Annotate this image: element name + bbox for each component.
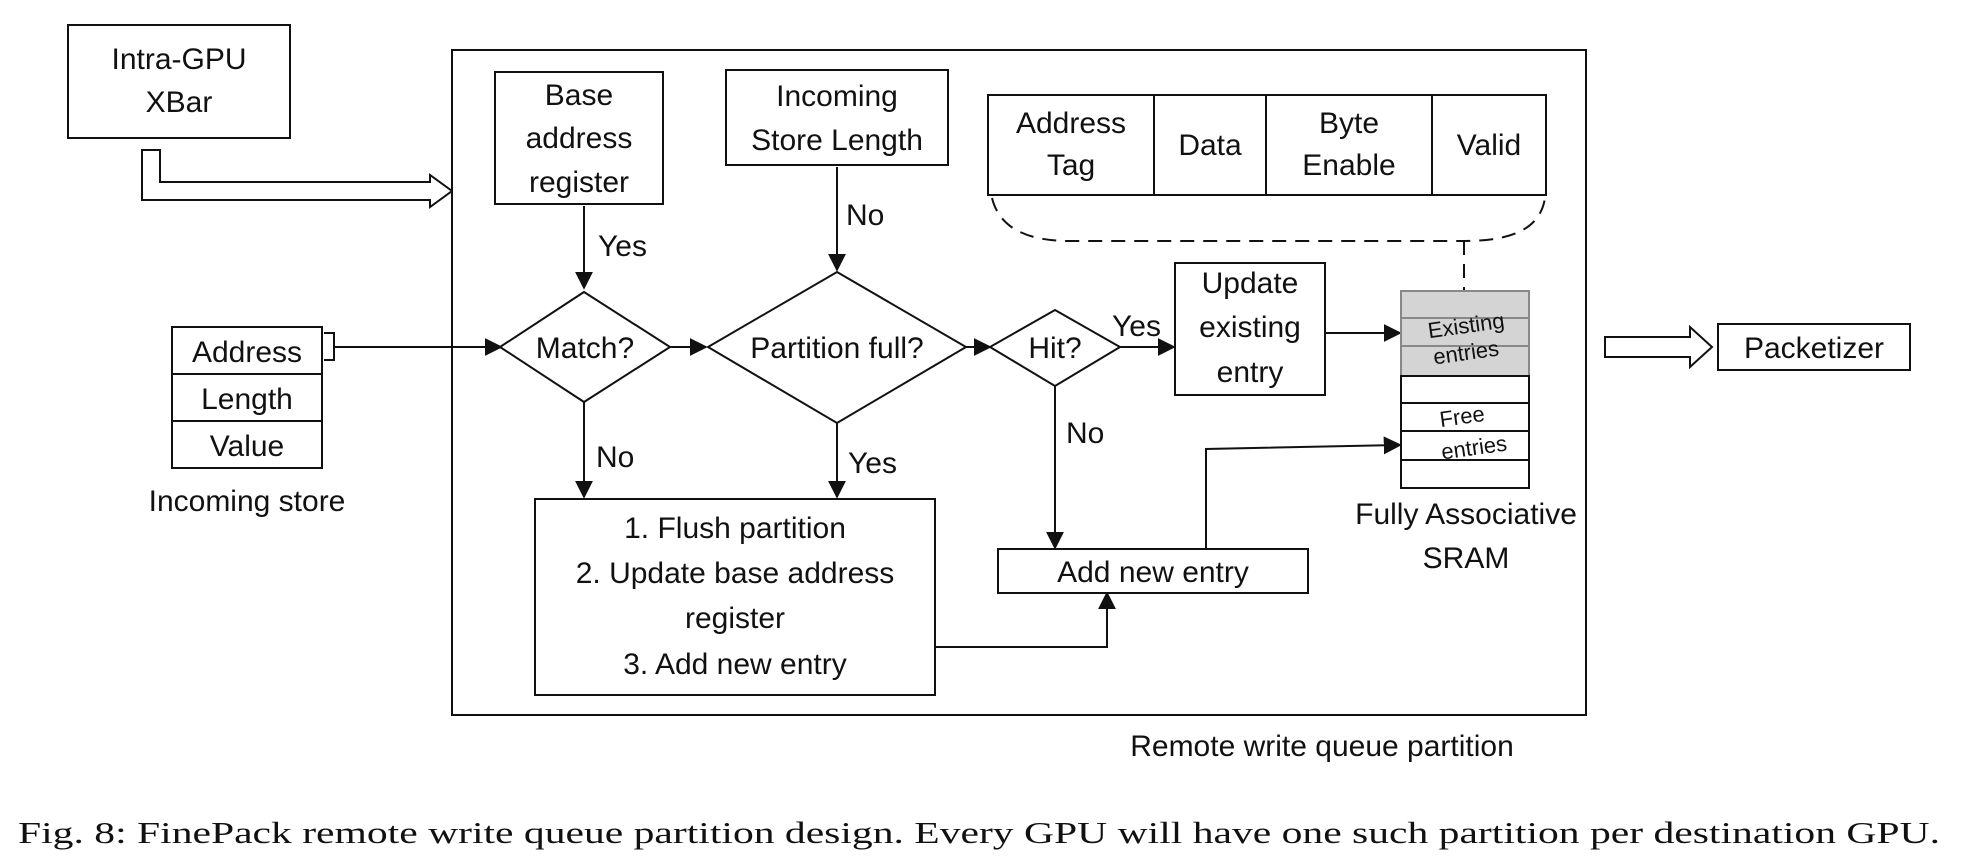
match-label: Match? [536, 332, 634, 365]
entry-field-enable: Enable [1302, 149, 1395, 182]
full-yes-label: Yes [848, 447, 897, 480]
xbar-label-line2: XBar [146, 86, 213, 119]
add-new-entry-label: Add new entry [1057, 556, 1249, 589]
hit-label: Hit? [1028, 332, 1081, 365]
base-yes-label: Yes [598, 230, 647, 263]
incoming-store-length-box: Incoming Store Length [725, 69, 949, 166]
partition-full-label: Partition full? [750, 332, 923, 365]
partition-caption: Remote write queue partition [1130, 730, 1514, 763]
packetizer-label: Packetizer [1744, 332, 1884, 365]
store-length-line2: Store Length [751, 124, 923, 157]
entry-field-tag: Tag [1047, 149, 1095, 182]
field-address: Address [192, 336, 302, 369]
entry-format-table: Address Tag Data Byte Enable Valid [987, 94, 1547, 196]
add-to-sram-arrow [1205, 436, 1402, 549]
match-no-label: No [596, 441, 634, 474]
sram-caption-line2: SRAM [1423, 542, 1510, 575]
flush-step-2b: register [685, 602, 785, 635]
base-reg-line1: Base [545, 79, 613, 112]
base-reg-line2: address [526, 122, 633, 155]
xbar-label-line1: Intra-GPU [111, 43, 246, 76]
figure-caption: Fig. 8: FinePack remote write queue part… [18, 815, 1940, 850]
intra-gpu-xbar-box: Intra-GPU XBar [67, 24, 291, 139]
entry-format-brace [991, 197, 1546, 242]
update-existing-entry-box: Update existing entry [1174, 262, 1326, 396]
base-reg-line3: register [529, 166, 629, 199]
packetizer-box: Packetizer [1717, 323, 1911, 371]
hit-decision: Hit? [988, 308, 1122, 388]
incoming-store-caption: Incoming store [149, 485, 346, 518]
sram-caption-line1: Fully Associative [1355, 498, 1577, 531]
xbar-to-partition-arrow [141, 149, 454, 209]
update-line1: Update [1202, 267, 1299, 300]
incoming-store: Address Length Value Incoming store [149, 326, 346, 518]
address-bracket [324, 332, 335, 361]
field-value: Value [210, 430, 285, 463]
entry-field-byte: Byte [1319, 107, 1379, 140]
sram-free-line1: Free [1438, 401, 1486, 432]
flush-to-add-arrow [935, 591, 1116, 648]
flush-step-1: 1. Flush partition [624, 512, 846, 545]
entry-field-valid: Valid [1457, 129, 1521, 162]
entry-field-address: Address [1016, 107, 1126, 140]
flush-step-3: 3. Add new entry [623, 648, 846, 681]
length-no-label: No [846, 199, 884, 232]
to-packetizer-arrow [1604, 324, 1714, 370]
update-line2: existing [1199, 311, 1301, 344]
entry-field-data: Data [1178, 129, 1242, 162]
field-length: Length [201, 383, 293, 416]
partition-full-decision: Partition full? [706, 270, 968, 425]
flush-step-2: 2. Update base address [576, 557, 895, 590]
base-address-register-box: Base address register [494, 71, 664, 205]
flush-steps-box: 1. Flush partition 2. Update base addres… [534, 498, 936, 696]
sram-block: Existing entries Free entries Fully Asso… [1355, 290, 1577, 575]
update-line3: entry [1217, 356, 1284, 389]
store-length-line1: Incoming [776, 80, 898, 113]
hit-no-label: No [1066, 417, 1104, 450]
hit-yes-label: Yes [1112, 310, 1161, 343]
add-new-entry-box: Add new entry [997, 548, 1309, 594]
